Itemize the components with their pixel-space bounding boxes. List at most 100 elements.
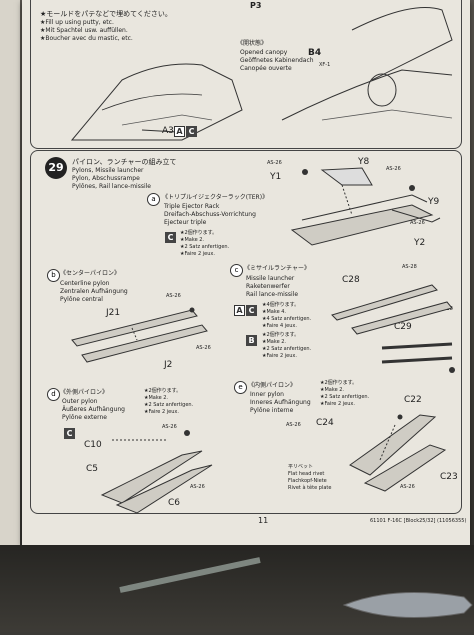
page-number: 11 — [258, 516, 269, 525]
section-c-marker: c — [230, 264, 243, 277]
section-a-fr: Ejecteur triple — [164, 219, 207, 226]
rivet-label-de: Flachkopf-Niete — [288, 478, 327, 484]
section-d-part-as26-2: AS-26 — [190, 484, 205, 490]
missile-launcher-drawing — [331, 284, 455, 373]
section-a-part-y9: Y9 — [428, 197, 440, 207]
model-part-fuselage — [342, 592, 473, 618]
section-e-make-en: ★Make 2. — [320, 387, 345, 393]
section-c-jp: 《ミサイルランチャー》 — [244, 265, 310, 272]
step-title-en: Pylons, Missile launcher — [72, 167, 144, 174]
cockpit-drawing-right — [281, 7, 453, 121]
part-label-a3: A3 — [162, 126, 174, 136]
section-d-fr: Pylône externe — [62, 414, 107, 421]
putty-note-de: ★Mit Spachtel usw. auffüllen. — [40, 27, 128, 34]
section-c-part-as28-1: AS-28 — [402, 264, 417, 270]
parts-tree-badge-c: C — [186, 126, 197, 137]
section-c-part-c29: C29 — [394, 322, 412, 332]
section-b-part-as26-1: AS-26 — [166, 293, 181, 299]
section-e-marker: e — [234, 381, 247, 394]
section-a-part-y2: Y2 — [414, 238, 426, 248]
section-a-marker: a — [147, 193, 160, 206]
section-b-jp: 《センターパイロン》 — [60, 270, 120, 277]
section-a-make-en: ★Make 2. — [180, 237, 205, 243]
rivet-label-fr: Rivet à tête plate — [288, 485, 332, 491]
section-c-make2-jp: ★2個作ります。 — [262, 332, 300, 338]
section-d-marker: d — [47, 388, 60, 401]
section-c-make4-en: ★Make 4. — [262, 309, 287, 315]
section-a-part-y8: Y8 — [358, 157, 370, 167]
section-d-badge-c: C — [64, 428, 75, 439]
parts-tree-badge-a: A — [174, 126, 185, 137]
section-c-de: Raketenwerfer — [246, 283, 290, 290]
section-d-make-fr: ★Faire 2 jeux. — [144, 409, 179, 415]
model-part-sprue — [119, 557, 261, 593]
section-c-make4-fr: ★Faire 4 jeux. — [262, 323, 297, 329]
section-e-en: Inner pylon — [250, 391, 284, 398]
section-e-fr: Pylône interne — [250, 407, 294, 414]
section-c-make2-de: ★2 Satz anfertigen. — [262, 346, 312, 352]
section-c-make4-de: ★4 Satz anfertigen. — [262, 316, 312, 322]
step-number: 29 — [45, 157, 67, 179]
section-c-badge-b: B — [246, 335, 257, 346]
canopy-label-fr: Canopée ouverte — [240, 65, 292, 72]
instruction-page: ★モールドをパテなどで埋めてください。 ★Fill up using putty… — [22, 0, 470, 545]
section-d-part-as26-1: AS-26 — [162, 424, 177, 430]
part-label-b4: B4 — [308, 48, 322, 58]
section-b-fr: Pylône central — [60, 296, 103, 303]
section-b-part-j2: J2 — [164, 360, 173, 370]
section-e-make-de: ★2 Satz anfertigen. — [320, 394, 370, 400]
step-title-de: Pylon, Abschussrampe — [72, 175, 140, 182]
section-a-badge-c: C — [165, 232, 176, 243]
section-e-de: Inneres Aufhängung — [250, 399, 311, 406]
section-a-part-as26-2: AS-26 — [386, 166, 401, 172]
section-e-part-as26-1: AS-26 — [286, 422, 301, 428]
section-d-jp: 《外側パイロン》 — [60, 389, 109, 396]
section-d-make-de: ★2 Satz anfertigen. — [144, 402, 194, 408]
top-panel — [30, 0, 462, 149]
section-d-make-en: ★Make 2. — [144, 395, 169, 401]
section-b-de: Zentralen Aufhängung — [60, 288, 128, 295]
section-e-jp: 《内側パイロン》 — [248, 382, 297, 389]
putty-note-fr: ★Boucher avec du mastic, etc. — [40, 35, 133, 42]
section-d-part-c5: C5 — [86, 464, 99, 474]
section-e-part-c22: C22 — [404, 395, 422, 405]
section-c-part-c28: C28 — [342, 275, 360, 285]
section-e-part-as26-2: AS-26 — [400, 484, 415, 490]
section-c-make2-en: ★Make 2. — [262, 339, 287, 345]
background-table — [0, 545, 474, 632]
section-c-make2-fr: ★Faire 2 jeux. — [262, 353, 297, 359]
paint-label-xf1: XF-1 — [319, 62, 331, 68]
step-29-panel — [30, 150, 462, 514]
canopy-label-de: Geöffnetes Kabinendach — [240, 57, 314, 64]
canopy-label-en: Opened canopy — [240, 49, 288, 56]
section-d-make-jp: ★2個作ります。 — [144, 388, 182, 394]
center-pylon-drawing — [71, 307, 208, 363]
product-code: 61101 F-16C [Block25/32] (11056355) — [370, 518, 467, 524]
section-a-de: Dreifach-Abschuss-Vorrichtung — [164, 211, 256, 218]
section-a-make-jp: ★2個作ります。 — [180, 230, 218, 236]
canopy-label-jp: 《開状態》 — [237, 40, 268, 47]
section-a-make-de: ★2 Satz anfertigen. — [180, 244, 230, 250]
section-e-make-jp: ★2個作ります。 — [320, 380, 358, 386]
rivet-label-en: Flat head rivet — [288, 471, 325, 477]
section-b-part-j21: J21 — [106, 308, 121, 318]
section-c-badge-a: A — [234, 305, 245, 316]
section-b-part-as26-2: AS-26 — [196, 345, 211, 351]
section-c-badge-c: C — [246, 305, 257, 316]
left-page-edge — [0, 0, 20, 560]
section-d-part-c6: C6 — [168, 498, 181, 508]
section-e-part-c24: C24 — [316, 418, 334, 428]
section-c-fr: Rail lance-missile — [246, 291, 299, 298]
section-c-en: Missile launcher — [246, 275, 295, 282]
step-title-jp: パイロン、ランチャーの組み立て — [72, 158, 177, 166]
section-e-part-c23: C23 — [440, 472, 458, 482]
putty-note-jp: ★モールドをパテなどで埋めてください。 — [40, 10, 172, 18]
section-a-part-as26-1: AS-26 — [267, 160, 282, 166]
putty-note-en: ★Fill up using putty, etc. — [40, 19, 114, 26]
cockpit-drawing-left — [70, 63, 243, 141]
section-a-jp: 《トリプルイジェクターラック(TER)》 — [162, 194, 269, 201]
section-b-en: Centerline pylon — [60, 280, 110, 287]
rivet-label-jp: 平リベット — [288, 464, 314, 470]
section-a-part-y1: Y1 — [270, 172, 282, 182]
step-title-fr: Pylônes, Rail lance-missile — [72, 183, 151, 190]
